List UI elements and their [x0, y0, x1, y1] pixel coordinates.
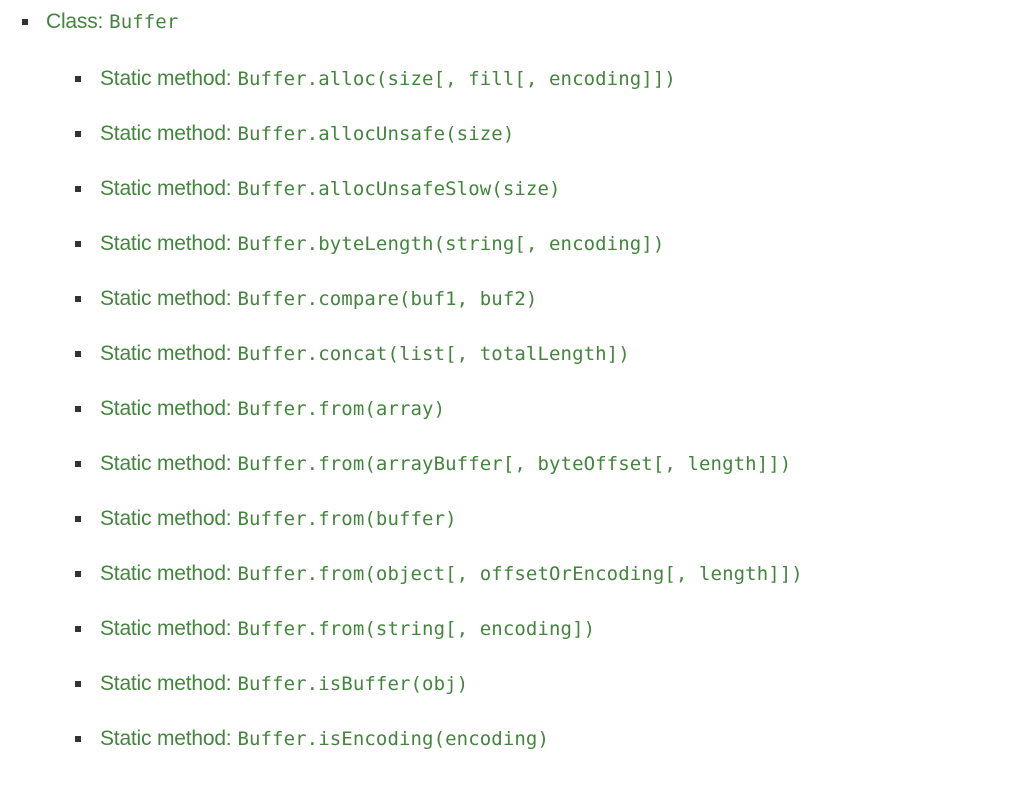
link-code: Buffer.alloc(size[, fill[, encoding]]) — [237, 68, 676, 90]
list-item: Static method: Buffer.allocUnsafe(size) — [0, 117, 514, 151]
method-link[interactable]: Static method: Buffer.concat(list[, tota… — [100, 342, 630, 366]
bullet-icon — [75, 626, 81, 632]
class-buffer-link[interactable]: Class: Buffer — [46, 10, 178, 34]
method-link[interactable]: Static method: Buffer.compare(buf1, buf2… — [100, 287, 537, 311]
link-prefix: Static method: — [100, 452, 232, 475]
link-prefix: Static method: — [100, 122, 232, 145]
method-link[interactable]: Static method: Buffer.from(string[, enco… — [100, 617, 595, 641]
bullet-icon — [75, 76, 81, 82]
list-item: Static method: Buffer.concat(list[, tota… — [0, 337, 630, 371]
link-code: Buffer.from(object[, offsetOrEncoding[, … — [237, 563, 803, 585]
method-link[interactable]: Static method: Buffer.from(arrayBuffer[,… — [100, 452, 791, 476]
link-code: Buffer.allocUnsafe(size) — [237, 123, 515, 145]
link-prefix: Static method: — [100, 397, 232, 420]
link-prefix: Static method: — [100, 232, 232, 255]
link-code: Buffer.from(array) — [237, 398, 446, 420]
link-code: Buffer.isBuffer(obj) — [237, 673, 469, 695]
bullet-icon — [75, 351, 81, 357]
bullet-icon — [75, 736, 81, 742]
link-code: Buffer — [109, 11, 179, 33]
link-code: Buffer.from(string[, encoding]) — [237, 618, 596, 640]
bullet-icon — [75, 461, 81, 467]
link-prefix: Static method: — [100, 507, 232, 530]
list-item: Static method: Buffer.from(arrayBuffer[,… — [0, 447, 791, 481]
link-code: Buffer.from(arrayBuffer[, byteOffset[, l… — [237, 453, 792, 475]
link-code: Buffer.from(buffer) — [237, 508, 457, 530]
bullet-icon — [75, 296, 81, 302]
link-prefix: Static method: — [100, 672, 232, 695]
link-prefix: Static method: — [100, 617, 232, 640]
list-item: Static method: Buffer.alloc(size[, fill[… — [0, 62, 676, 96]
method-link[interactable]: Static method: Buffer.from(object[, offs… — [100, 562, 803, 586]
bullet-icon — [75, 516, 81, 522]
list-item: Static method: Buffer.allocUnsafeSlow(si… — [0, 172, 561, 206]
list-item: Static method: Buffer.from(object[, offs… — [0, 557, 803, 591]
list-item: Static method: Buffer.compare(buf1, buf2… — [0, 282, 537, 316]
link-code: Buffer.compare(buf1, buf2) — [237, 288, 538, 310]
link-code: Buffer.byteLength(string[, encoding]) — [237, 233, 665, 255]
list-item: Static method: Buffer.isBuffer(obj) — [0, 667, 468, 701]
method-link[interactable]: Static method: Buffer.from(array) — [100, 397, 445, 421]
list-item: Static method: Buffer.from(buffer) — [0, 502, 457, 536]
method-link[interactable]: Static method: Buffer.isBuffer(obj) — [100, 672, 468, 696]
method-link[interactable]: Static method: Buffer.alloc(size[, fill[… — [100, 67, 676, 91]
link-prefix: Static method: — [100, 287, 232, 310]
list-item: Static method: Buffer.from(string[, enco… — [0, 612, 595, 646]
bullet-icon — [22, 19, 28, 25]
toc-item-class-buffer: Class: Buffer — [0, 5, 178, 39]
link-prefix: Static method: — [100, 727, 232, 750]
method-link[interactable]: Static method: Buffer.allocUnsafeSlow(si… — [100, 177, 561, 201]
method-link[interactable]: Static method: Buffer.byteLength(string[… — [100, 232, 664, 256]
bullet-icon — [75, 406, 81, 412]
method-link[interactable]: Static method: Buffer.isEncoding(encodin… — [100, 727, 549, 751]
link-code: Buffer.allocUnsafeSlow(size) — [237, 178, 561, 200]
link-prefix: Static method: — [100, 562, 232, 585]
link-prefix: Static method: — [100, 177, 232, 200]
bullet-icon — [75, 186, 81, 192]
list-item: Static method: Buffer.isEncoding(encodin… — [0, 722, 549, 756]
link-prefix: Static method: — [100, 67, 232, 90]
link-prefix: Class: — [46, 10, 104, 33]
list-item: Static method: Buffer.byteLength(string[… — [0, 227, 664, 261]
bullet-icon — [75, 241, 81, 247]
bullet-icon — [75, 681, 81, 687]
method-link[interactable]: Static method: Buffer.from(buffer) — [100, 507, 457, 531]
link-prefix: Static method: — [100, 342, 232, 365]
link-code: Buffer.concat(list[, totalLength]) — [237, 343, 630, 365]
bullet-icon — [75, 571, 81, 577]
link-code: Buffer.isEncoding(encoding) — [237, 728, 549, 750]
method-link[interactable]: Static method: Buffer.allocUnsafe(size) — [100, 122, 514, 146]
list-item: Static method: Buffer.from(array) — [0, 392, 445, 426]
bullet-icon — [75, 131, 81, 137]
